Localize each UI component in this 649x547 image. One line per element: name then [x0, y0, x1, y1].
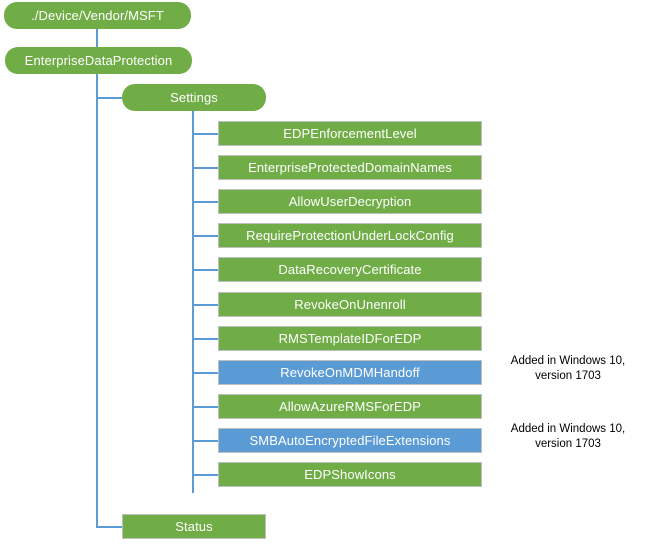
- node-settings-label: Settings: [170, 90, 218, 105]
- node-setting-smbautoencryptedfileextensions[interactable]: SMBAutoEncryptedFileExtensions: [218, 428, 482, 453]
- node-setting-allowuserdecryption[interactable]: AllowUserDecryption: [218, 189, 482, 214]
- node-setting-enterpriseprotecteddomainnames[interactable]: EnterpriseProtectedDomainNames: [218, 155, 482, 180]
- node-setting-datarecoverycertificate[interactable]: DataRecoveryCertificate: [218, 257, 482, 282]
- node-setting-label: RevokeOnUnenroll: [294, 297, 406, 312]
- connector-settings-trunk: [192, 110, 194, 493]
- annotation-added-in-version: Added in Windows 10, version 1703: [510, 423, 626, 450]
- node-setting-allowazurermsforedp[interactable]: AllowAzureRMSForEDP: [218, 394, 482, 419]
- node-setting-label: SMBAutoEncryptedFileExtensions: [249, 433, 451, 448]
- node-enterprise-data-protection[interactable]: EnterpriseDataProtection: [5, 47, 192, 74]
- node-settings[interactable]: Settings: [122, 84, 266, 111]
- node-edp-label: EnterpriseDataProtection: [24, 53, 173, 68]
- connector-settings-to-child: [192, 304, 218, 306]
- node-setting-label: AllowUserDecryption: [288, 194, 412, 209]
- node-setting-label: RequireProtectionUnderLockConfig: [246, 228, 454, 243]
- node-setting-rmstemplateidforedp[interactable]: RMSTemplateIDForEDP: [218, 326, 482, 351]
- connector-settings-to-child: [192, 133, 218, 135]
- node-root-label: ./Device/Vendor/MSFT: [31, 8, 164, 23]
- connector-trunk-to-status: [96, 526, 124, 528]
- node-setting-revokeonmdmhandoff[interactable]: RevokeOnMDMHandoff: [218, 360, 482, 385]
- connector-settings-to-child: [192, 440, 218, 442]
- node-setting-edpshowicons[interactable]: EDPShowIcons: [218, 462, 482, 487]
- connector-edp-trunk: [96, 73, 98, 527]
- connector-settings-to-child: [192, 167, 218, 169]
- connector-trunk-to-settings: [96, 97, 124, 99]
- node-setting-label: RevokeOnMDMHandoff: [280, 365, 420, 380]
- connector-settings-to-child: [192, 269, 218, 271]
- connector-settings-to-child: [192, 406, 218, 408]
- node-setting-requireprotectionunderlockconfig[interactable]: RequireProtectionUnderLockConfig: [218, 223, 482, 248]
- node-setting-label: EDPEnforcementLevel: [283, 126, 417, 141]
- node-setting-revokeonunenroll[interactable]: RevokeOnUnenroll: [218, 292, 482, 317]
- connector-root-to-edp: [96, 28, 98, 48]
- node-setting-label: DataRecoveryCertificate: [278, 262, 422, 277]
- connector-settings-to-child: [192, 474, 218, 476]
- connector-settings-to-child: [192, 235, 218, 237]
- node-setting-label: EnterpriseProtectedDomainNames: [248, 160, 452, 175]
- connector-settings-to-child: [192, 372, 218, 374]
- node-status-label: Status: [175, 519, 213, 534]
- node-root[interactable]: ./Device/Vendor/MSFT: [4, 2, 191, 29]
- annotation-added-in-version: Added in Windows 10, version 1703: [510, 355, 626, 382]
- node-setting-label: RMSTemplateIDForEDP: [278, 331, 422, 346]
- connector-settings-to-child: [192, 201, 218, 203]
- node-setting-edpenforcementlevel[interactable]: EDPEnforcementLevel: [218, 121, 482, 146]
- node-setting-label: AllowAzureRMSForEDP: [278, 399, 422, 414]
- node-setting-label: EDPShowIcons: [304, 467, 396, 482]
- connector-settings-to-child: [192, 338, 218, 340]
- node-status[interactable]: Status: [122, 514, 266, 539]
